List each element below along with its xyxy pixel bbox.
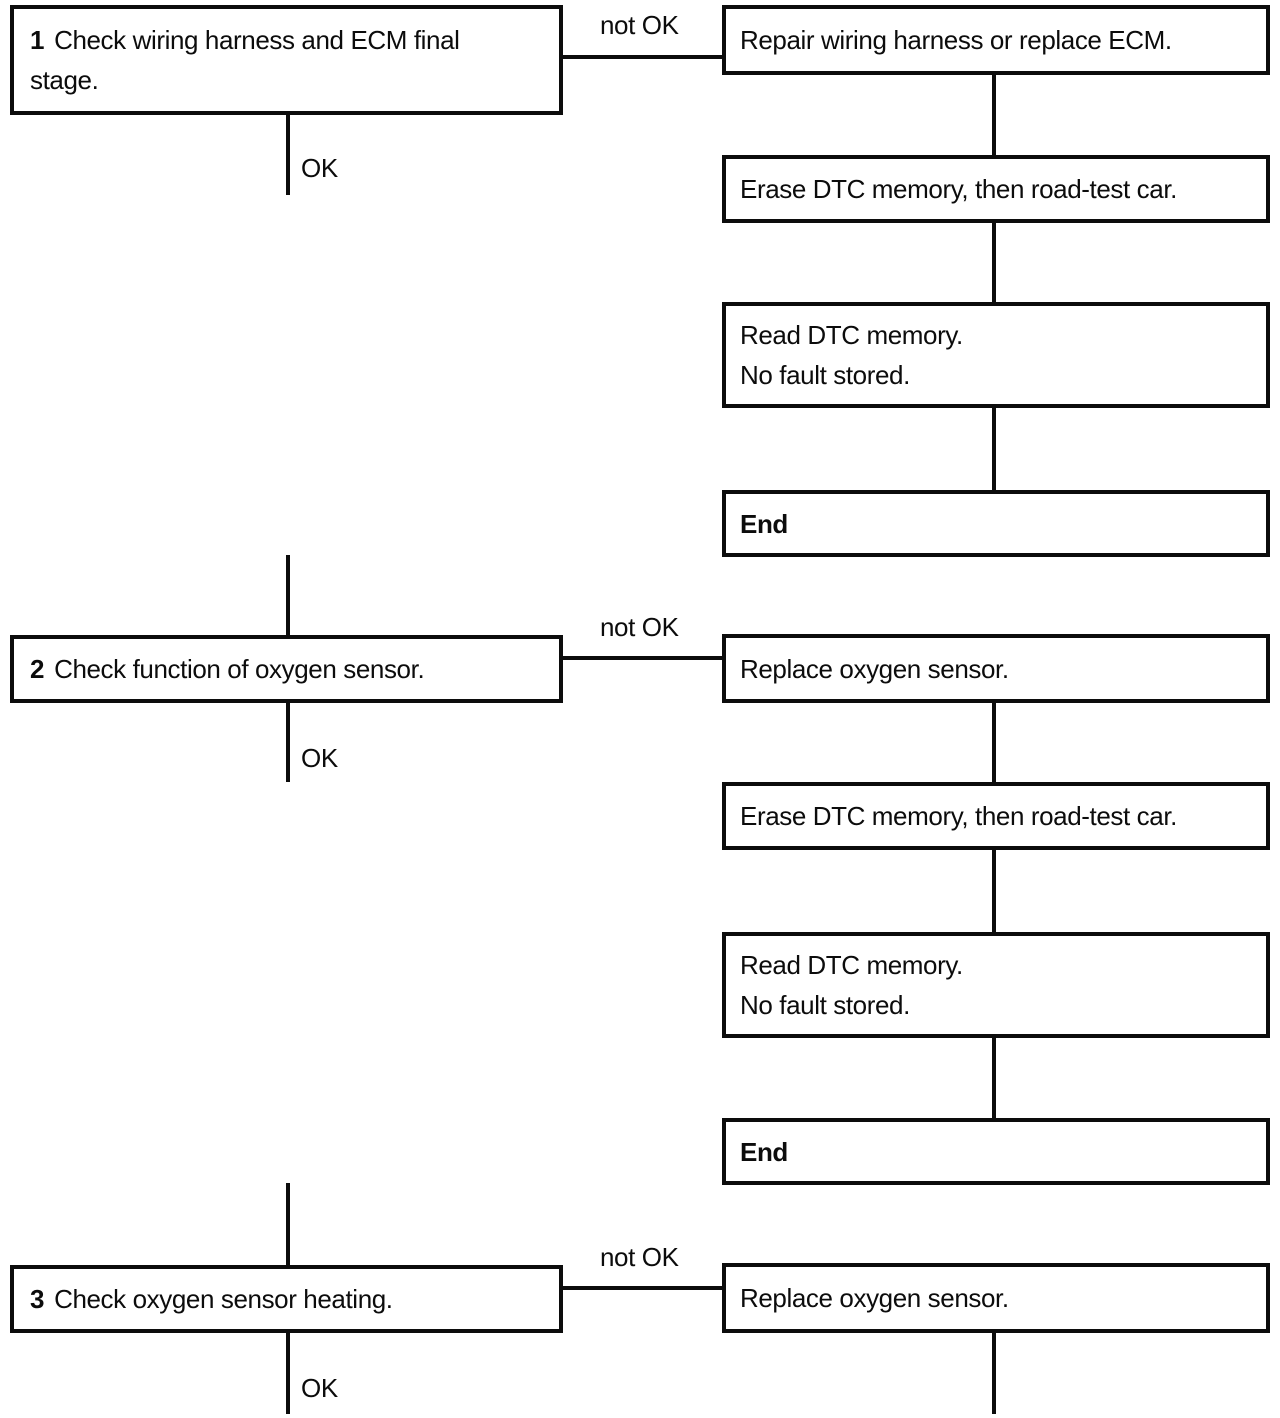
connector-right-2 — [992, 223, 996, 302]
step-number-3: 3 — [30, 1284, 45, 1314]
end-box-2: End — [722, 1118, 1270, 1185]
label-not-ok-3: not OK — [600, 1242, 679, 1272]
step-box-2: 2 Check function of oxygen sensor. — [10, 635, 563, 703]
step-box-2-content: 2 Check function of oxygen sensor. — [30, 649, 425, 689]
step-text-1: Check wiring harness and ECM final stage… — [30, 25, 460, 95]
step-box-3-content: 3 Check oxygen sensor heating. — [30, 1279, 393, 1319]
end-text-2: End — [740, 1136, 788, 1167]
connector-notok-1 — [561, 55, 722, 59]
action-box-read-dtc-1: Read DTC memory. No fault stored. — [722, 302, 1270, 408]
action-text-replace-o2-2: Replace oxygen sensor. — [740, 1283, 1009, 1313]
action-text-replace-o2-1: Replace oxygen sensor. — [740, 653, 1009, 684]
action-box-erase-dtc-1: Erase DTC memory, then road-test car. — [722, 155, 1270, 223]
action-box-replace-o2-1: Replace oxygen sensor. — [722, 634, 1270, 703]
connector-right-7 — [992, 1333, 996, 1414]
step-number-2: 2 — [30, 654, 45, 684]
step-box-3: 3 Check oxygen sensor heating. — [10, 1265, 563, 1333]
connector-ok-3 — [286, 1333, 290, 1414]
action-text-read-dtc-1: Read DTC memory. No fault stored. — [740, 320, 963, 390]
connector-right-4 — [992, 703, 996, 782]
label-ok-1: OK — [301, 153, 338, 183]
action-box-repair-wiring-ecm: Repair wiring harness or replace ECM. — [722, 5, 1270, 75]
connector-ok-1a — [286, 115, 290, 195]
connector-ok-2b — [286, 1183, 290, 1265]
label-ok-2: OK — [301, 743, 338, 773]
step-text-2: Check function of oxygen sensor. — [54, 654, 425, 684]
connector-right-5 — [992, 850, 996, 932]
step-number-1: 1 — [30, 25, 45, 55]
action-text-repair-wiring-ecm: Repair wiring harness or replace ECM. — [740, 25, 1172, 55]
action-box-read-dtc-2: Read DTC memory. No fault stored. — [722, 932, 1270, 1038]
connector-right-3 — [992, 408, 996, 490]
step-text-3: Check oxygen sensor heating. — [54, 1284, 393, 1314]
connector-right-1 — [992, 75, 996, 155]
label-not-ok-1: not OK — [600, 10, 679, 40]
action-box-erase-dtc-2: Erase DTC memory, then road-test car. — [722, 782, 1270, 850]
action-text-read-dtc-2: Read DTC memory. No fault stored. — [740, 950, 963, 1020]
connector-ok-2a — [286, 703, 290, 782]
connector-right-6 — [992, 1038, 996, 1118]
action-box-replace-o2-2: Replace oxygen sensor. — [722, 1263, 1270, 1333]
action-text-erase-dtc-1: Erase DTC memory, then road-test car. — [740, 174, 1177, 204]
connector-notok-2 — [561, 656, 722, 660]
connector-ok-1b — [286, 555, 290, 635]
end-text-1: End — [740, 508, 788, 539]
label-not-ok-2: not OK — [600, 612, 679, 642]
label-ok-3: OK — [301, 1373, 338, 1403]
connector-notok-3 — [561, 1286, 722, 1290]
end-box-1: End — [722, 490, 1270, 557]
action-text-erase-dtc-2: Erase DTC memory, then road-test car. — [740, 801, 1177, 831]
